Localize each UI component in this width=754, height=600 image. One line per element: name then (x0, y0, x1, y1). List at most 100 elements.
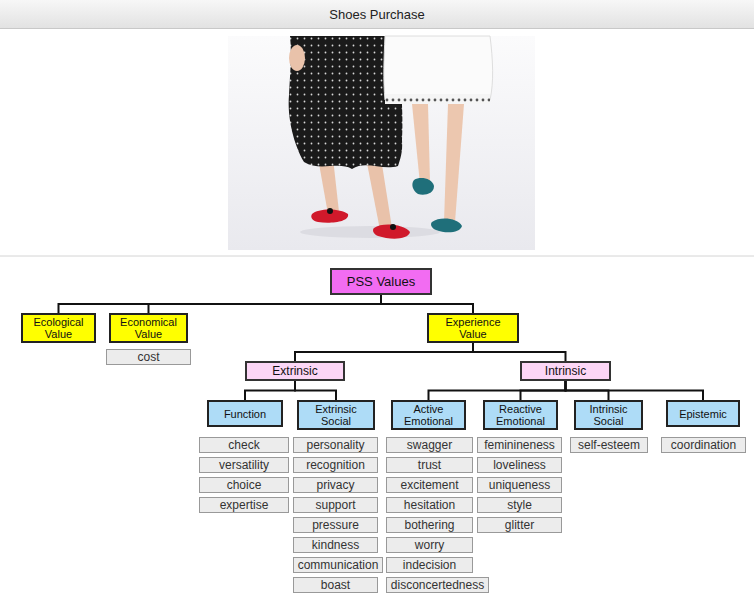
category-box: Intrinsic Social (574, 400, 643, 430)
node-label: glitter (505, 518, 534, 532)
node-label: uniqueness (489, 478, 550, 492)
node-label: swagger (407, 438, 452, 452)
node-label: privacy (316, 478, 354, 492)
category-box: Function (207, 400, 283, 427)
node-label: Epistemic (679, 408, 727, 420)
node-label: loveliness (493, 458, 546, 472)
item-box: recognition (293, 457, 378, 473)
tree-connector (429, 381, 566, 400)
tree-connector (566, 381, 704, 400)
tree-connector (295, 343, 473, 361)
item-box: disconcertedness (386, 577, 489, 593)
tree-connector (59, 295, 382, 313)
tree-connector (473, 343, 566, 361)
lace-hem (385, 94, 490, 104)
node-label: cost (137, 350, 159, 364)
item-box: personality (293, 437, 378, 453)
item-box: boast (293, 577, 378, 593)
item-box: kindness (293, 537, 378, 553)
value-box: Ecological Value (21, 313, 96, 343)
item-box: bothering (386, 517, 473, 533)
hand (289, 45, 305, 71)
root-box: PSS Values (330, 268, 432, 295)
node-label: versatility (219, 458, 269, 472)
node-label: bothering (404, 518, 454, 532)
item-box: glitter (477, 517, 562, 533)
node-label: kindness (312, 538, 359, 552)
item-box: check (199, 437, 289, 453)
node-label: Ecological Value (27, 316, 90, 340)
item-box: loveliness (477, 457, 562, 473)
photo-ground (228, 36, 535, 250)
teal-shoe (431, 219, 462, 233)
item-box: worry (386, 537, 473, 553)
item-box: support (293, 497, 378, 513)
item-box: hesitation (386, 497, 473, 513)
tree-connector (245, 381, 295, 400)
item-box: indecision (386, 557, 473, 573)
node-label: boast (321, 578, 350, 592)
title-bar: Shoes Purchase (0, 0, 754, 29)
node-label: Experience Value (433, 316, 513, 340)
node-label: personality (306, 438, 364, 452)
item-box: feminineness (477, 437, 562, 453)
tree-connector (149, 295, 382, 313)
separator-line (0, 256, 754, 257)
category-box: Epistemic (666, 400, 740, 427)
category-box: Active Emotional (391, 400, 466, 430)
node-label: PSS Values (347, 274, 415, 289)
item-box: style (477, 497, 562, 513)
leg (412, 104, 430, 184)
item-box: communication (293, 557, 383, 573)
red-shoe (373, 225, 410, 239)
leg (366, 158, 392, 230)
node-label: coordination (671, 438, 736, 452)
node-label: disconcertedness (391, 578, 484, 592)
node-label: check (228, 438, 259, 452)
item-box: privacy (293, 477, 378, 493)
item-box: excitement (386, 477, 473, 493)
node-label: support (315, 498, 355, 512)
value-box: Economical Value (109, 313, 188, 343)
white-dress (384, 36, 493, 100)
category-box: Extrinsic Social (297, 400, 375, 430)
node-label: excitement (400, 478, 458, 492)
node-label: pressure (312, 518, 359, 532)
node-label: expertise (220, 498, 269, 512)
node-label: communication (298, 558, 379, 572)
node-label: Active Emotional (397, 403, 460, 427)
node-label: style (507, 498, 532, 512)
item-box: uniqueness (477, 477, 562, 493)
node-label: self-esteem (578, 438, 640, 452)
node-label: choice (227, 478, 262, 492)
shoe-bow (327, 208, 333, 214)
shoe-bow (390, 224, 396, 230)
leg (444, 104, 464, 222)
group-box: Intrinsic (520, 361, 611, 381)
node-label: Reactive Emotional (489, 403, 552, 427)
item-box: coordination (661, 437, 746, 453)
node-label: hesitation (404, 498, 455, 512)
node-label: Extrinsic Social (303, 403, 369, 427)
floor-shadow (300, 226, 440, 238)
item-box: expertise (199, 497, 289, 513)
item-box: trust (386, 457, 473, 473)
node-label: Economical Value (115, 316, 182, 340)
node-label: Extrinsic (272, 364, 317, 378)
tree-connector (295, 381, 336, 400)
item-box: choice (199, 477, 289, 493)
item-box: pressure (293, 517, 378, 533)
teal-shoe (412, 178, 434, 195)
item-box: swagger (386, 437, 473, 453)
group-box: Extrinsic (245, 361, 345, 381)
node-label: Function (224, 408, 266, 420)
tree-connector (381, 295, 473, 313)
node-label: worry (415, 538, 444, 552)
node-label: trust (418, 458, 441, 472)
node-label: feminineness (484, 438, 555, 452)
item-box: cost (106, 349, 191, 365)
item-box: self-esteem (570, 437, 648, 453)
node-label: indecision (403, 558, 456, 572)
node-label: Intrinsic Social (580, 403, 637, 427)
page-title: Shoes Purchase (329, 7, 424, 22)
